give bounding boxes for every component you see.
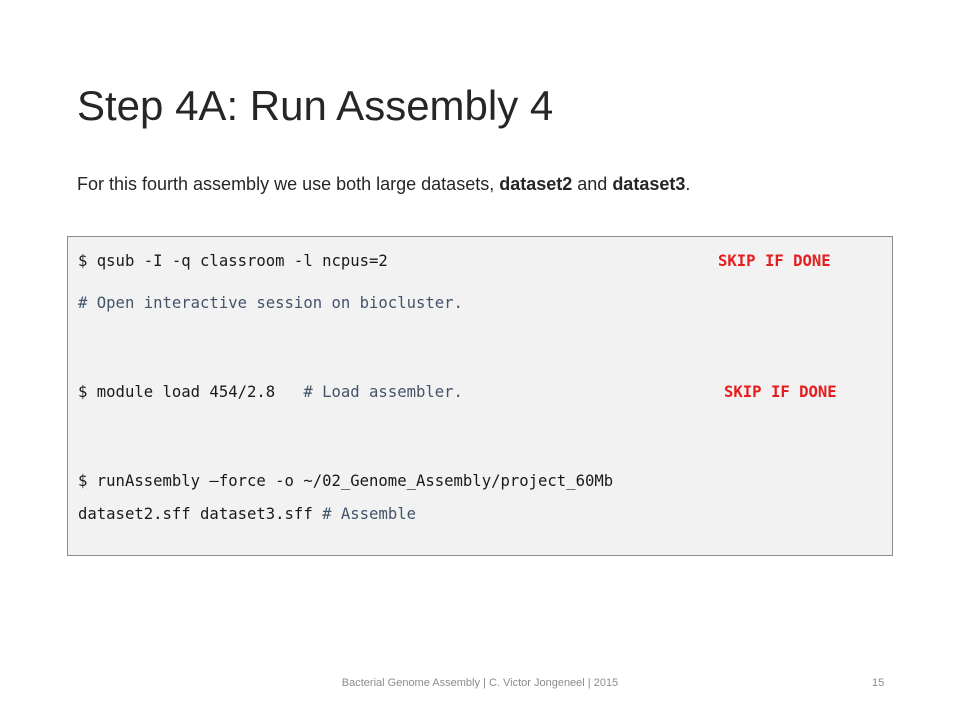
skip-if-done-label-1: SKIP IF DONE [718, 252, 831, 270]
module-load-command: $ module load 454/2.8 [78, 383, 276, 401]
skip-if-done-label-2: SKIP IF DONE [724, 383, 837, 401]
assemble-comment: # Assemble [322, 505, 416, 523]
code-block: $ qsub -I -q classroom -l ncpus=2 SKIP I… [67, 236, 893, 556]
qsub-command: $ qsub -I -q classroom -l ncpus=2 [78, 252, 388, 270]
intro-middle: and [572, 174, 613, 194]
code-line-qsub: $ qsub -I -q classroom -l ncpus=2 [78, 251, 388, 271]
page-number: 15 [872, 677, 885, 689]
load-assembler-comment: # Load assembler. [303, 383, 463, 401]
dataset3-label: dataset3 [612, 174, 686, 194]
datasets-args: dataset2.sff dataset3.sff [78, 505, 313, 523]
slide-footer: Bacterial Genome Assembly | C. Victor Jo… [341, 677, 619, 689]
slide-title: Step 4A: Run Assembly 4 [77, 82, 554, 129]
intro-text: For this fourth assembly we use both lar… [77, 172, 690, 196]
intro-suffix: . [685, 174, 691, 194]
code-line-module-load: $ module load 454/2.8 # Load assembler. [78, 382, 463, 402]
code-line-datasets: dataset2.sff dataset3.sff # Assemble [78, 504, 416, 524]
code-line-open-session-comment: # Open interactive session on biocluster… [78, 294, 463, 312]
intro-prefix: For this fourth assembly we use both lar… [77, 174, 500, 194]
code-line-run-assembly: $ runAssembly –force -o ~/02_Genome_Asse… [78, 472, 614, 490]
dataset2-label: dataset2 [499, 174, 573, 194]
